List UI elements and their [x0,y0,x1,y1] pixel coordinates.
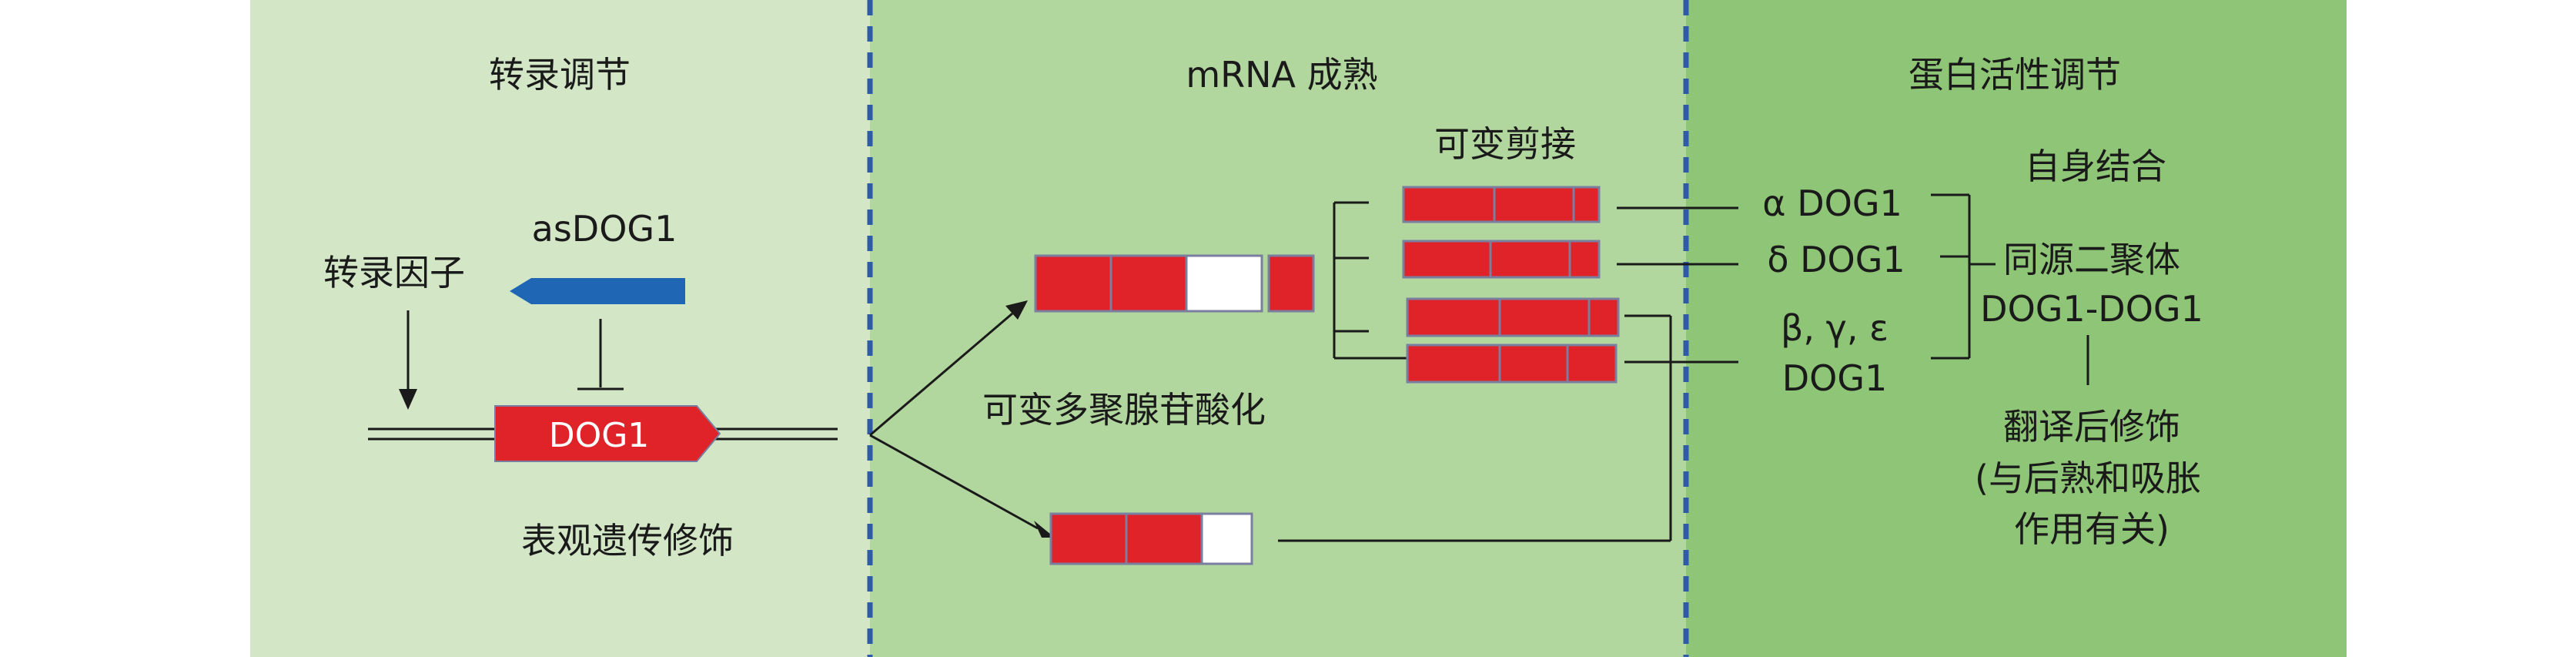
isoform-beta [1406,297,1620,337]
dog1-gene-box [494,405,721,462]
isoform-alpha [1402,186,1601,223]
bge-dog1-label-line1: β, γ, ε [1781,307,1889,349]
self-binding-label: 自身结合 [2025,146,2166,187]
dimer-label: DOG1-DOG1 [1980,288,2203,330]
ptm-note-line2: 作用有关) [2014,508,2170,550]
tf-arrow-head [399,389,417,410]
alt-splicing-label: 可变剪接 [1434,123,1576,165]
panel-protein-activity [1686,0,2347,657]
arrow-to-upper-transcript [869,312,1013,437]
arrow-to-lower-transcript [869,434,1039,530]
alt-polyadenylation-label: 可变多聚腺苷酸化 [982,389,1266,431]
arrow-head-upper [1005,300,1028,320]
asdog1-label: asDOG1 [532,208,677,250]
upper-transcript [1034,254,1315,313]
isoform-gamma-epsilon [1406,344,1618,384]
isoform-delta [1402,240,1601,279]
asdog1-arrow [510,278,685,304]
panel-title-mrna: mRNA 成熟 [1186,54,1377,96]
transcription-factor-label: 转录因子 [323,252,465,293]
epigenetic-label: 表观遗传修饰 [521,520,734,561]
homodimer-label: 同源二聚体 [2003,239,2180,280]
alpha-dog1-label: α DOG1 [1762,183,1902,224]
ptm-note-line1: (与后熟和吸胀 [1975,458,2201,499]
delta-dog1-label: δ DOG1 [1767,239,1905,280]
panel-title-transcription: 转录调节 [489,54,631,96]
splicing-bracket [1333,201,1407,360]
dimer-bracket [1931,193,1996,360]
panel-title-protein: 蛋白活性调节 [1909,54,2121,96]
lower-transcript [1049,512,1253,565]
bge-dog1-label-line2: DOG1 [1782,357,1888,399]
arrow-head-lower [1034,521,1055,538]
panel-transcription [250,0,870,657]
dog1-gene-label: DOG1 [549,416,650,455]
ptm-label: 翻译后修饰 [2003,406,2180,447]
connector-bge [1278,314,1738,542]
